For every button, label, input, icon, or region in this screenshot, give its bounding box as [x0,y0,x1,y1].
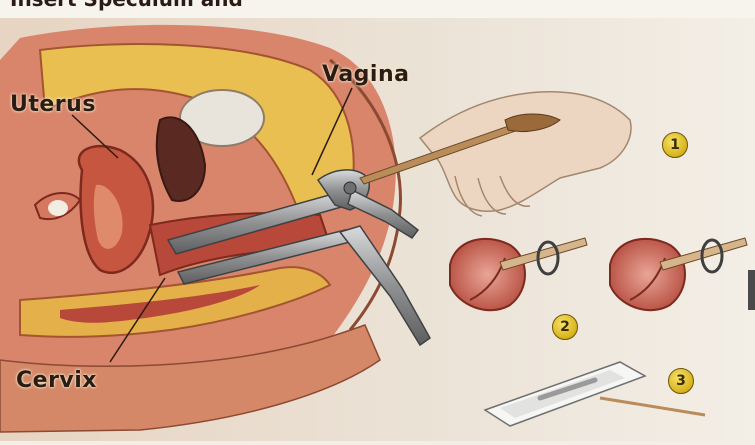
uterus-label: Uterus [10,92,96,117]
edge-fragment [748,270,755,310]
cervix-label: Cervix [16,368,97,393]
step-2-badge: 2 [552,314,578,340]
vagina-label: Vagina [322,62,409,87]
step-1-badge: 1 [662,132,688,158]
page-title: Insert Speculum and [10,0,243,11]
step-3-badge: 3 [668,368,694,394]
